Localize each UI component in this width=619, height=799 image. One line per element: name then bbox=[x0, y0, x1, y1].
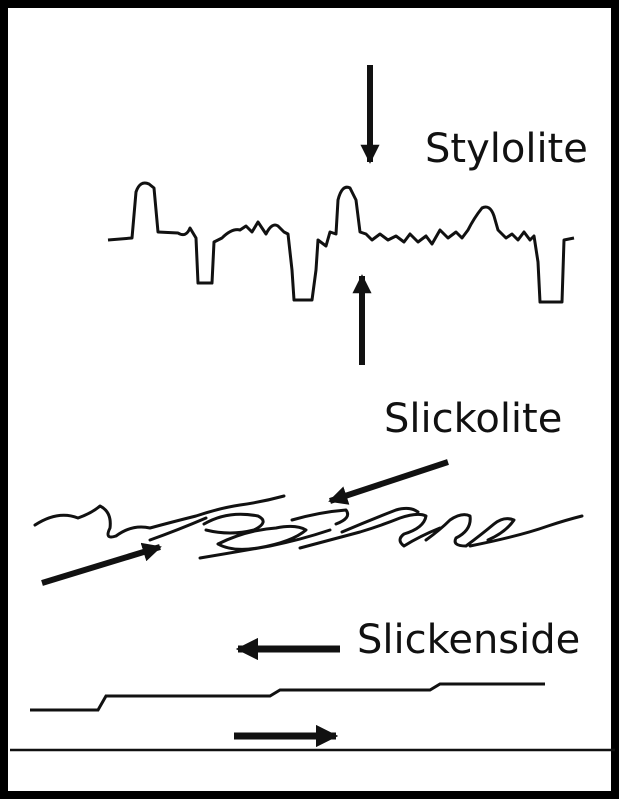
slickolite-seam bbox=[35, 496, 582, 558]
slickenside-surface bbox=[30, 684, 545, 710]
stylolite-label: Stylolite bbox=[425, 126, 588, 172]
stylolite-section: Stylolite bbox=[108, 65, 588, 365]
slickenside-section: Slickenside bbox=[10, 617, 615, 750]
stylolite-seam bbox=[108, 183, 574, 302]
shear-arrow-upper bbox=[330, 462, 448, 501]
slickolite-label: Slickolite bbox=[384, 396, 562, 442]
shear-arrow-lower bbox=[42, 547, 160, 583]
slickolite-section: Slickolite bbox=[35, 396, 582, 583]
slickenside-label: Slickenside bbox=[357, 617, 580, 663]
